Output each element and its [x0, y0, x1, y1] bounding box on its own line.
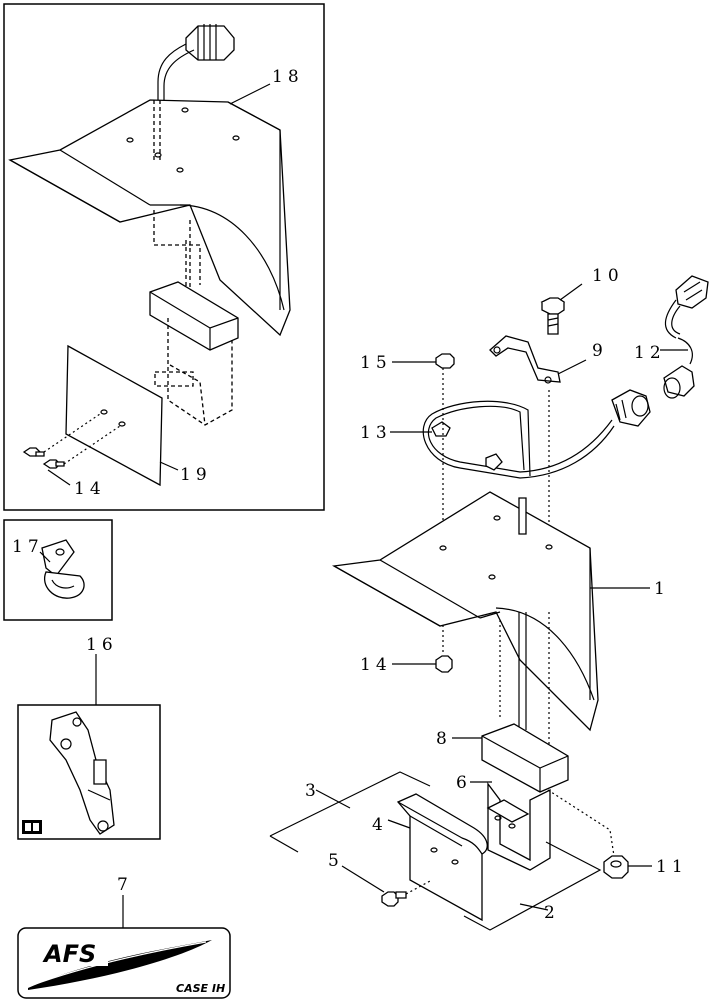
nut-11	[547, 789, 652, 879]
callout-16: 16	[86, 635, 118, 655]
block-8	[452, 723, 569, 793]
callout-13: 13	[360, 423, 392, 443]
callout-7: 7	[117, 875, 133, 895]
strap-bracket-9	[489, 335, 587, 384]
case-ih-logo-text: CASE IH	[176, 982, 225, 995]
callout-8: 8	[436, 729, 452, 749]
inset-panel-18	[3, 3, 325, 511]
screw-5	[341, 865, 433, 907]
callout-17: 17	[12, 537, 44, 557]
afs-logo-text: AFS	[42, 940, 96, 968]
connector-plug	[157, 24, 235, 100]
cable-clip-17	[41, 539, 85, 599]
plate-outline-3	[269, 771, 431, 853]
sensor-arm-16	[49, 711, 115, 835]
bolts-14-inset	[22, 413, 121, 469]
nut-15	[392, 353, 455, 369]
bolt-10	[540, 283, 583, 335]
backing-plate-4	[387, 793, 488, 922]
afs-case-ih-logo: AFS CASE IH	[17, 895, 231, 999]
callout-12: 12	[634, 343, 666, 363]
harness-12	[660, 275, 709, 399]
inset-panel-16	[17, 654, 161, 840]
callout-3: 3	[305, 781, 321, 801]
screw-14	[392, 655, 453, 673]
inset-panel-17	[3, 519, 113, 621]
callout-4: 4	[372, 815, 388, 835]
hidden-bracket-inset	[149, 210, 239, 426]
callout-2: 2	[544, 903, 560, 923]
callout-14-inset: 14	[74, 479, 106, 499]
callout-11: 11	[656, 857, 688, 877]
base-outline-2	[463, 841, 602, 931]
cable-13	[390, 389, 651, 479]
mounting-plate-18	[8, 99, 291, 337]
bracket-6	[470, 781, 551, 871]
mounting-plate-1	[331, 491, 650, 732]
callout-1: 1	[654, 579, 670, 599]
callout-19: 19	[180, 465, 212, 485]
callout-9: 9	[592, 341, 608, 361]
callout-18: 18	[272, 67, 304, 87]
book-icon	[22, 820, 42, 834]
callout-6: 6	[456, 773, 472, 793]
callout-15: 15	[360, 353, 392, 373]
callout-14: 14	[360, 655, 392, 675]
callout-10: 10	[592, 266, 624, 286]
cover-plate-19	[65, 344, 163, 487]
callout-5: 5	[328, 851, 344, 871]
